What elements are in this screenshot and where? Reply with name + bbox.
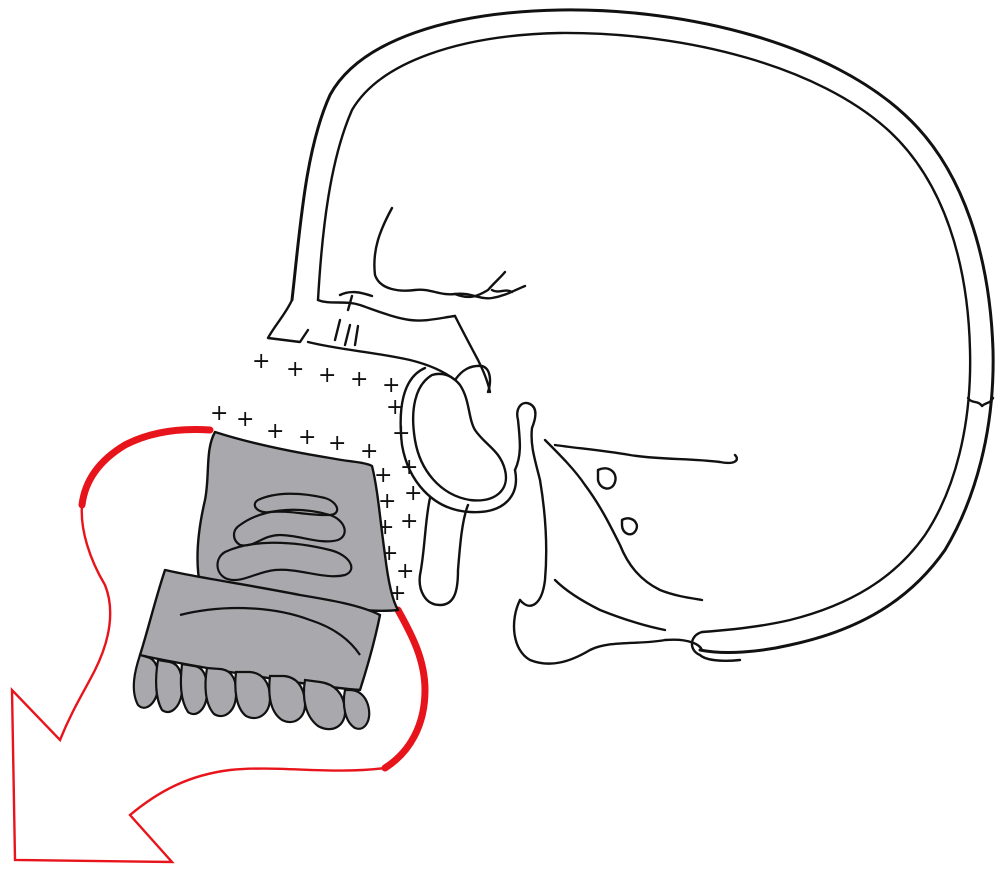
frontal-process [318,300,455,321]
tooth [344,690,369,729]
suture-mark: + [252,349,270,374]
nasal-bone [268,300,308,342]
orbit-floor [335,292,372,345]
calvaria-inner [318,33,970,632]
suture-mark: + [400,509,418,534]
suture-mark: + [236,407,254,432]
occipital-crest [555,580,665,630]
suture-mark: + [210,401,228,426]
lambdoid-notch [968,398,993,406]
suture-mark: + [350,367,368,392]
suture-mark: + [328,431,346,456]
suture-mark: + [400,455,418,480]
orbit-rim [374,208,525,298]
mastoid [514,600,702,664]
cranial-base-ridge [555,445,737,463]
maxilla-segment [134,432,398,729]
arrow-arc-left [82,430,210,505]
tooth [156,660,182,712]
foramen [598,468,637,534]
suture-mark: + [318,363,336,388]
suture-mark: + [286,357,304,382]
suture-mark: + [386,395,404,420]
mandible-ramus [420,498,468,605]
tooth [205,668,236,716]
suture-mark: + [360,439,378,464]
suture-mark: + [298,425,316,450]
styloid-process [515,403,546,606]
tooth [235,672,270,718]
suture-mark: + [266,419,284,444]
suture-mark: + [392,421,410,446]
tooth [181,664,207,714]
mandibular-condyle [413,374,506,501]
arrow-arc-right [385,610,425,768]
zygoma-body [455,316,490,392]
suture-mark: + [404,481,422,506]
suture-mark: + [378,489,396,514]
